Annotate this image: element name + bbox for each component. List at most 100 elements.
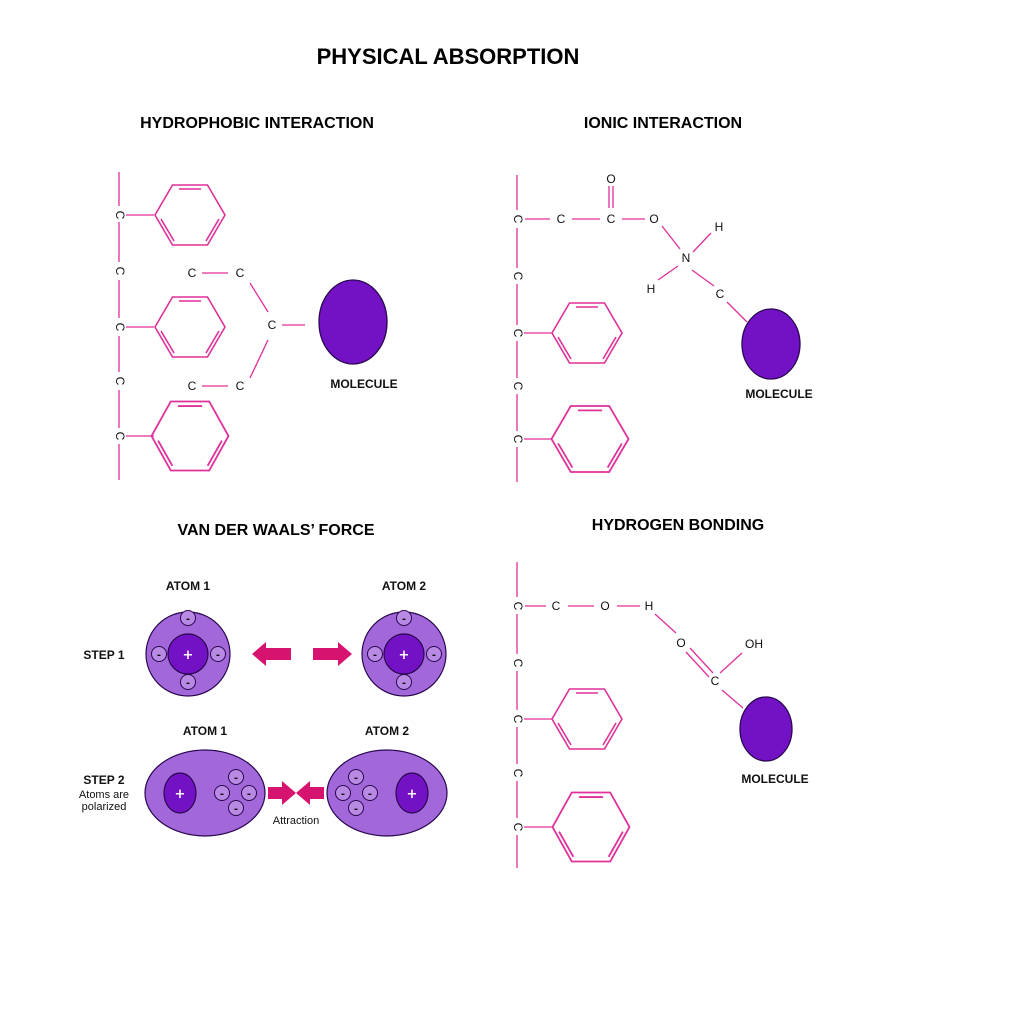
negative-charge: - bbox=[402, 614, 406, 625]
hydrophobic-backbone: C C C C C bbox=[113, 172, 127, 480]
oxygen-atom: O bbox=[600, 599, 609, 613]
negative-charge: - bbox=[354, 804, 358, 815]
carbon-atom: C bbox=[511, 382, 525, 391]
positive-charge: + bbox=[175, 787, 186, 802]
benzene-ring bbox=[551, 791, 631, 863]
negative-charge: - bbox=[234, 773, 238, 784]
electron: - bbox=[396, 610, 412, 626]
carbon-atom: C bbox=[552, 599, 561, 613]
step2-note: polarized bbox=[82, 801, 127, 813]
hydrogen-atom: H bbox=[715, 220, 724, 234]
step2-label: STEP 2 bbox=[83, 773, 124, 787]
atom1-label: ATOM 1 bbox=[183, 724, 228, 738]
carbon-atom: C bbox=[511, 435, 525, 444]
benzene-ring bbox=[551, 688, 623, 750]
vdw-heading: VAN DER WAALS’ FORCE bbox=[177, 522, 374, 539]
electron: - bbox=[228, 769, 244, 785]
molecule-ellipse bbox=[741, 308, 801, 380]
benzene-ring bbox=[154, 296, 226, 358]
negative-charge: - bbox=[186, 614, 190, 625]
carbon-atom: C bbox=[511, 823, 525, 832]
molecule-label: MOLECULE bbox=[741, 772, 808, 786]
carbon-atom: C bbox=[607, 212, 616, 226]
electron: - bbox=[228, 800, 244, 816]
electron: - bbox=[180, 610, 196, 626]
atom2-neutral: + - - - - bbox=[361, 610, 447, 697]
benzene-ring bbox=[150, 400, 230, 472]
positive-charge: + bbox=[183, 648, 194, 663]
carbon-atom: C bbox=[188, 379, 197, 393]
nucleus bbox=[395, 772, 429, 814]
hydrophobic-side-chain: C C C C C bbox=[188, 266, 305, 393]
molecule-ellipse bbox=[318, 279, 388, 365]
negative-charge: - bbox=[432, 650, 436, 661]
carbon-atom: C bbox=[511, 215, 525, 224]
carbon-atom: C bbox=[113, 267, 127, 276]
carbon-atom: C bbox=[236, 266, 245, 280]
oxygen-atom: O bbox=[676, 636, 685, 650]
hydrogen-bonding-panel: HYDROGEN BONDING C C C C C C O H O bbox=[511, 517, 809, 868]
hydrogen-atom: H bbox=[645, 599, 654, 613]
hydroxyl-group: OH bbox=[745, 637, 763, 651]
negative-charge: - bbox=[341, 789, 345, 800]
oxygen-atom: O bbox=[606, 172, 615, 186]
attraction-label: Attraction bbox=[273, 815, 319, 827]
molecule-ellipse bbox=[739, 696, 793, 762]
atom1-polarized: + - - - - bbox=[144, 749, 266, 837]
arrow-attract-right bbox=[268, 781, 296, 805]
ionic-heading: IONIC INTERACTION bbox=[584, 115, 742, 132]
negative-charge: - bbox=[354, 773, 358, 784]
carbon-atom: C bbox=[113, 211, 127, 220]
atom1-label: ATOM 1 bbox=[166, 579, 211, 593]
negative-charge: - bbox=[157, 650, 161, 661]
benzene-ring bbox=[550, 405, 630, 473]
benzene-ring bbox=[154, 184, 226, 246]
molecule-label: MOLECULE bbox=[745, 387, 812, 401]
electron: - bbox=[367, 646, 383, 662]
electron: - bbox=[214, 785, 230, 801]
electron: - bbox=[180, 674, 196, 690]
carbon-atom: C bbox=[511, 272, 525, 281]
carbon-atom: C bbox=[511, 769, 525, 778]
electron: - bbox=[396, 674, 412, 690]
nitrogen-atom: N bbox=[682, 251, 691, 265]
hbond-side-chain: C O H O C OH bbox=[525, 599, 763, 709]
negative-charge: - bbox=[373, 650, 377, 661]
arrow-right bbox=[313, 642, 352, 666]
atom2-label: ATOM 2 bbox=[382, 579, 427, 593]
benzene-ring bbox=[551, 302, 623, 364]
carbon-atom: C bbox=[113, 377, 127, 386]
atom2-polarized: + - - - - bbox=[326, 749, 448, 837]
negative-charge: - bbox=[368, 789, 372, 800]
negative-charge: - bbox=[234, 804, 238, 815]
negative-charge: - bbox=[402, 678, 406, 689]
ionic-backbone: C C C C C bbox=[511, 175, 525, 482]
carbon-atom: C bbox=[511, 659, 525, 668]
electron: - bbox=[151, 646, 167, 662]
carbon-atom: C bbox=[113, 323, 127, 332]
hbond-heading: HYDROGEN BONDING bbox=[592, 517, 764, 534]
carbon-atom: C bbox=[113, 432, 127, 441]
carbon-atom: C bbox=[716, 287, 725, 301]
hydrophobic-interaction-panel: HYDROPHOBIC INTERACTION C C C C C C C C bbox=[113, 115, 398, 480]
atom1-neutral: + - - - - bbox=[145, 610, 231, 697]
arrow-left bbox=[252, 642, 291, 666]
electron: - bbox=[210, 646, 226, 662]
negative-charge: - bbox=[220, 789, 224, 800]
hydrogen-atom: H bbox=[647, 282, 656, 296]
molecule-label: MOLECULE bbox=[330, 377, 397, 391]
atom2-label: ATOM 2 bbox=[365, 724, 410, 738]
van-der-waals-panel: VAN DER WAALS’ FORCE ATOM 1 ATOM 2 STEP … bbox=[79, 522, 448, 837]
positive-charge: + bbox=[399, 648, 410, 663]
carbon-atom: C bbox=[188, 266, 197, 280]
carbon-atom: C bbox=[268, 318, 277, 332]
carbon-atom: C bbox=[236, 379, 245, 393]
step2-note: Atoms are bbox=[79, 789, 129, 801]
negative-charge: - bbox=[186, 678, 190, 689]
step1-label: STEP 1 bbox=[83, 648, 124, 662]
hbond-backbone: C C C C C bbox=[511, 562, 525, 868]
oxygen-atom: O bbox=[649, 212, 658, 226]
arrow-attract-left bbox=[296, 781, 324, 805]
carbon-atom: C bbox=[511, 602, 525, 611]
